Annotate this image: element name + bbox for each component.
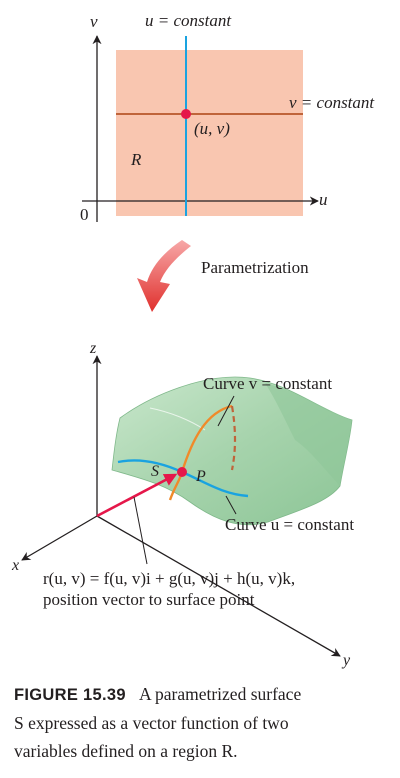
surface-label: S — [151, 463, 159, 480]
x-axis — [21, 515, 98, 561]
figure-caption: FIGURE 15.39 A parametrized surface S ex… — [14, 680, 394, 765]
y-axis — [96, 515, 341, 657]
vector-leader — [133, 496, 148, 565]
point-uv-label: (u, v) — [194, 119, 230, 138]
caption-text-1: A parametrized surface — [138, 684, 302, 704]
x-axis-label: x — [11, 557, 19, 574]
caption-line-2: S expressed as a vector function of two — [14, 713, 289, 733]
curve-v-constant-hidden — [230, 405, 237, 471]
curve-u-leader — [225, 495, 237, 515]
surface-point-p — [177, 467, 187, 477]
origin-label: 0 — [80, 205, 89, 224]
parametrization-label: Parametrization — [201, 258, 309, 277]
curve-v-leader — [217, 395, 235, 427]
point-p-label: P — [195, 468, 206, 485]
curve-u-label: Curve u = constant — [225, 515, 354, 534]
position-vector-desc: position vector to surface point — [43, 590, 255, 609]
curve-v-label: Curve v = constant — [203, 374, 332, 393]
z-axis-label: z — [89, 340, 97, 357]
parametrization-arrow: Parametrization — [137, 240, 309, 312]
position-vector — [96, 473, 178, 518]
region-label: R — [130, 150, 142, 169]
v-axis-label: v — [90, 12, 98, 31]
surface-fold-shade — [265, 383, 352, 486]
v-constant-label: v = constant — [289, 93, 375, 112]
position-vector-formula: r(u, v) = f(u, v)i + g(u, v)j + h(u, v)k… — [43, 569, 295, 588]
parameter-plane: v u 0 R u = constant v = constant (u, v) — [80, 11, 375, 224]
region-r — [116, 50, 303, 216]
y-axis-label: y — [341, 652, 351, 669]
figure-number: FIGURE 15.39 — [14, 686, 126, 704]
surface-diagram: z x y S P Curve v = constant Curve u = c… — [11, 340, 354, 669]
caption-line-3: variables defined on a region R. — [14, 741, 238, 761]
param-point — [181, 109, 191, 119]
caption-line-1: FIGURE 15.39 A parametrized surface — [14, 680, 394, 709]
u-axis-label: u — [319, 190, 328, 209]
u-constant-label: u = constant — [145, 11, 232, 30]
curved-arrow-icon — [137, 240, 191, 312]
